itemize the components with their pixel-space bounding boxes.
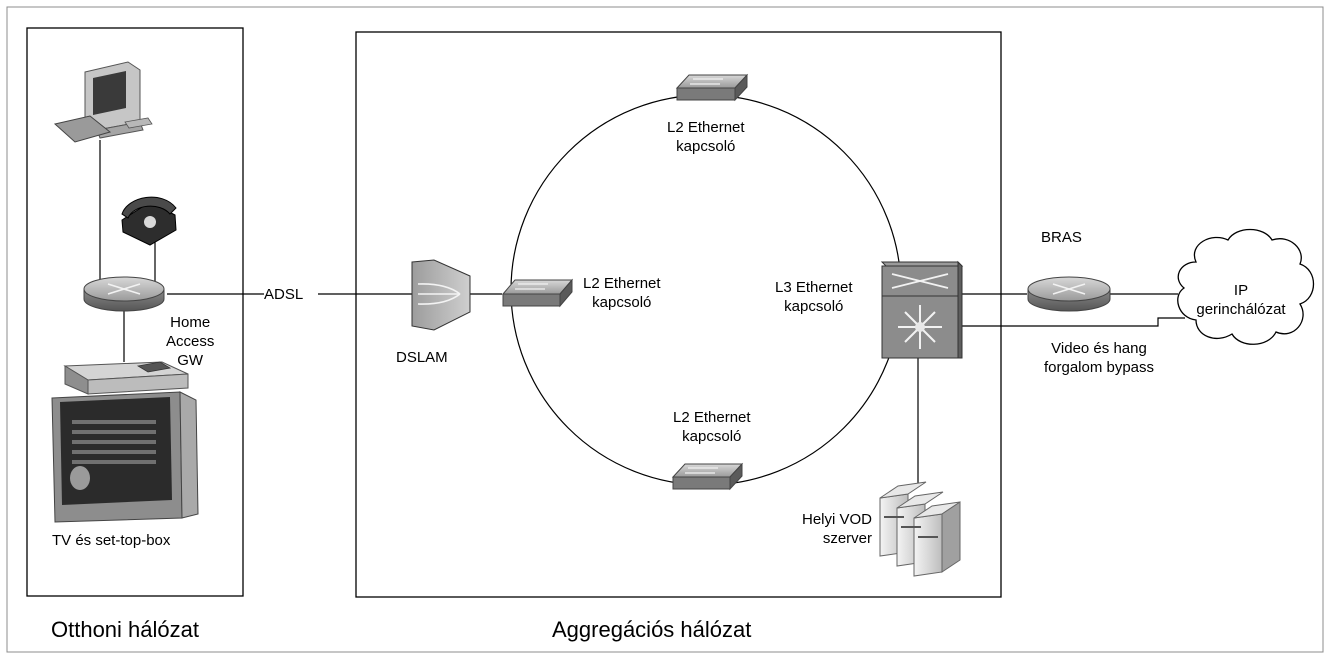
aggregation-network-title: Aggregációs hálózat [552,617,752,642]
router-icon [83,276,165,312]
switch-icon-bottom [671,462,744,491]
cloud-icon [1177,228,1314,345]
bras-router-icon [1027,276,1111,312]
home-network-title: Otthoni hálózat [51,617,199,642]
dslam-icon [411,259,471,331]
l3-switch-icon [880,260,964,359]
home-network-box [26,27,244,597]
tv-settopbox-icon [51,361,199,523]
outer-frame [6,6,1324,653]
bras-label: BRAS [1041,229,1082,246]
computer-icon [53,61,153,143]
switch-icon-left [501,278,574,308]
dslam-label: DSLAM [396,349,448,366]
tv-settopbox-label: TV és set-top-box [52,532,171,549]
server-icon [879,481,961,577]
connection-lines [99,140,1185,485]
switch-icon-top [675,73,749,102]
adsl-link-label: ADSL [264,286,304,303]
aggregation-network-box [355,31,1002,598]
telephone-icon [121,196,177,246]
